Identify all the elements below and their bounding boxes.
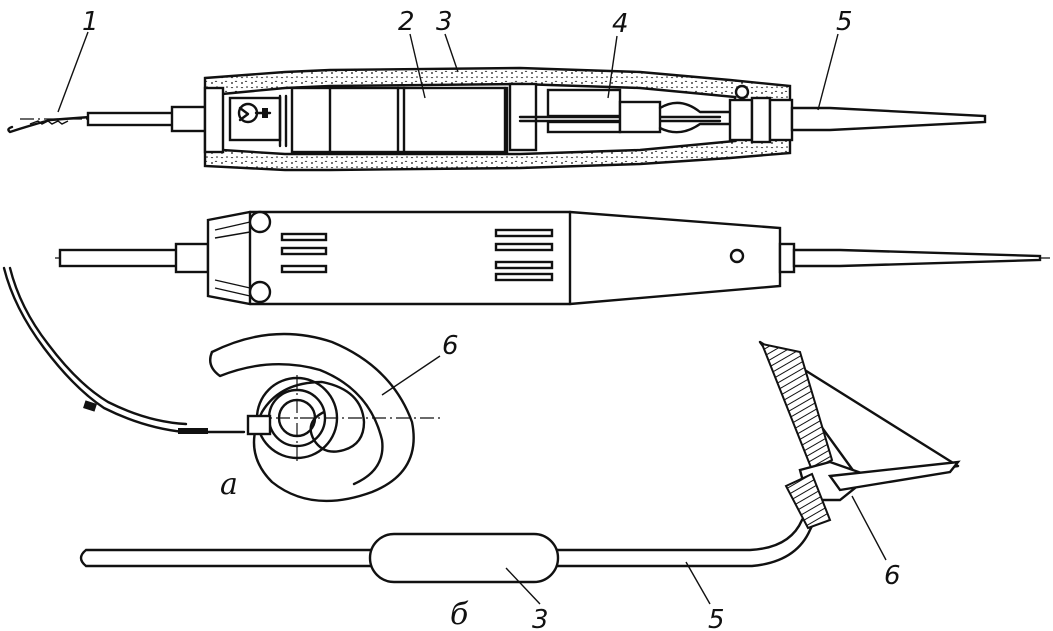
ear-clip-view-a [2, 266, 440, 503]
callout-6-top: 6 [442, 331, 459, 361]
handle-3 [368, 532, 560, 584]
subfigure-b-label: б [450, 597, 469, 631]
callout-5-bottom: 5 [708, 605, 725, 631]
electrode-assembly [228, 94, 288, 148]
callout-6-bottom: 6 [884, 561, 901, 591]
callout-3-bottom: 3 [532, 605, 549, 631]
probe-tip [790, 106, 987, 132]
cable [2, 266, 246, 434]
leader-lines [57, 31, 887, 605]
callout-2: 2 [398, 7, 415, 37]
callout-3: 3 [436, 7, 453, 37]
battery-cells [290, 86, 509, 154]
callout-4: 4 [612, 9, 629, 39]
indicator-element [508, 82, 732, 152]
probe-view-b [79, 340, 961, 584]
hook-6 [210, 332, 415, 503]
probe-cross-section [7, 66, 987, 172]
vent-slots [280, 228, 554, 282]
probe-exterior [55, 210, 1050, 306]
callout-1: 1 [82, 7, 99, 37]
rod-5 [79, 506, 820, 568]
subfigure-a-label: а [220, 467, 238, 502]
callout-5: 5 [836, 7, 853, 37]
callout-labels: 1 2 3 4 5 6 а б 3 5 6 [82, 7, 901, 631]
probe-body [206, 210, 782, 306]
lead-wire [7, 115, 92, 134]
